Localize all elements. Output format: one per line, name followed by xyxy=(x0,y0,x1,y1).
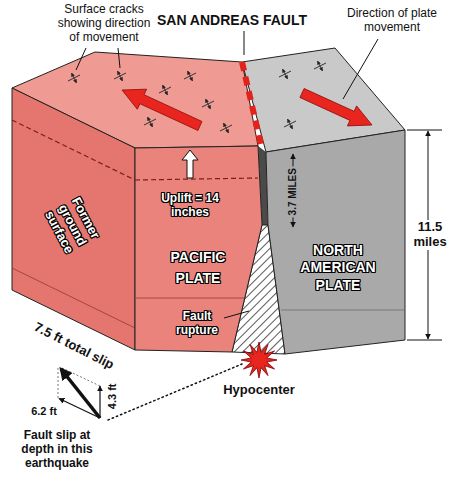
plate-motion-arrow xyxy=(300,89,372,126)
leader-line xyxy=(118,48,120,68)
dimension-label: 3.7 MILES xyxy=(287,166,299,217)
rock-layer-line xyxy=(281,310,404,311)
crack-arrow xyxy=(206,99,211,109)
uplift-arrow xyxy=(182,150,198,178)
crack-arrow xyxy=(163,85,168,95)
dimension-label: 11.5 miles xyxy=(410,220,450,250)
callout-text: Fault rupture xyxy=(169,310,225,338)
rock-layer-line xyxy=(12,268,135,328)
plate-motion-arrow xyxy=(122,89,202,130)
leader-line xyxy=(224,311,249,318)
crack-arrow xyxy=(288,119,293,129)
face-polygon xyxy=(266,130,405,354)
crack-arrow xyxy=(188,71,193,81)
dotted-guide-line xyxy=(108,364,242,420)
leader-line xyxy=(244,31,245,55)
fault-trace-dashed xyxy=(242,62,262,149)
callout-text: Surface cracks showing direction of move… xyxy=(52,3,156,44)
slip-component-arrow xyxy=(99,386,100,418)
rock-layer-line xyxy=(136,298,244,299)
dimension-tick xyxy=(407,130,442,131)
uplift-label: Uplift = 14 inches xyxy=(160,192,220,220)
vector-label: 4.3 ft xyxy=(106,383,119,409)
crack-arrow xyxy=(224,123,229,133)
leader-line xyxy=(76,48,86,70)
face-polygon xyxy=(135,146,262,352)
leader-line xyxy=(343,39,378,99)
crack-arrow xyxy=(318,61,323,71)
crack-arrow xyxy=(283,69,288,79)
plate-name: NORTH AMERICAN PLATE xyxy=(296,242,380,295)
crack-arrow xyxy=(72,73,77,83)
vector-label: 6.2 ft xyxy=(31,405,57,418)
hypocenter-star xyxy=(241,342,277,378)
pacific-west-face xyxy=(12,88,135,350)
plate-name: PACIFIC PLATE xyxy=(158,247,238,289)
callout-text: Direction of plate movement xyxy=(346,7,438,35)
surface-label: Former ground surface xyxy=(38,187,107,263)
surface-cracks xyxy=(68,61,326,133)
dimension-label: 7.5 ft total slip xyxy=(32,320,117,373)
former-surface-line xyxy=(135,178,258,180)
construction-line xyxy=(58,368,59,398)
fault-name: SAN ANDREAS FAULT xyxy=(157,12,307,28)
dimension-tick xyxy=(407,340,442,341)
crack-arrow xyxy=(148,117,153,127)
former-surface-line xyxy=(12,120,135,180)
slip-resultant-arrow xyxy=(61,369,100,418)
plate-face: NORTH AMERICAN PLATE xyxy=(266,130,405,355)
callout-text: Hypocenter xyxy=(223,383,295,398)
caption-note: Fault slip at depth in this earthquake xyxy=(7,429,107,470)
crack-arrow xyxy=(118,71,123,81)
